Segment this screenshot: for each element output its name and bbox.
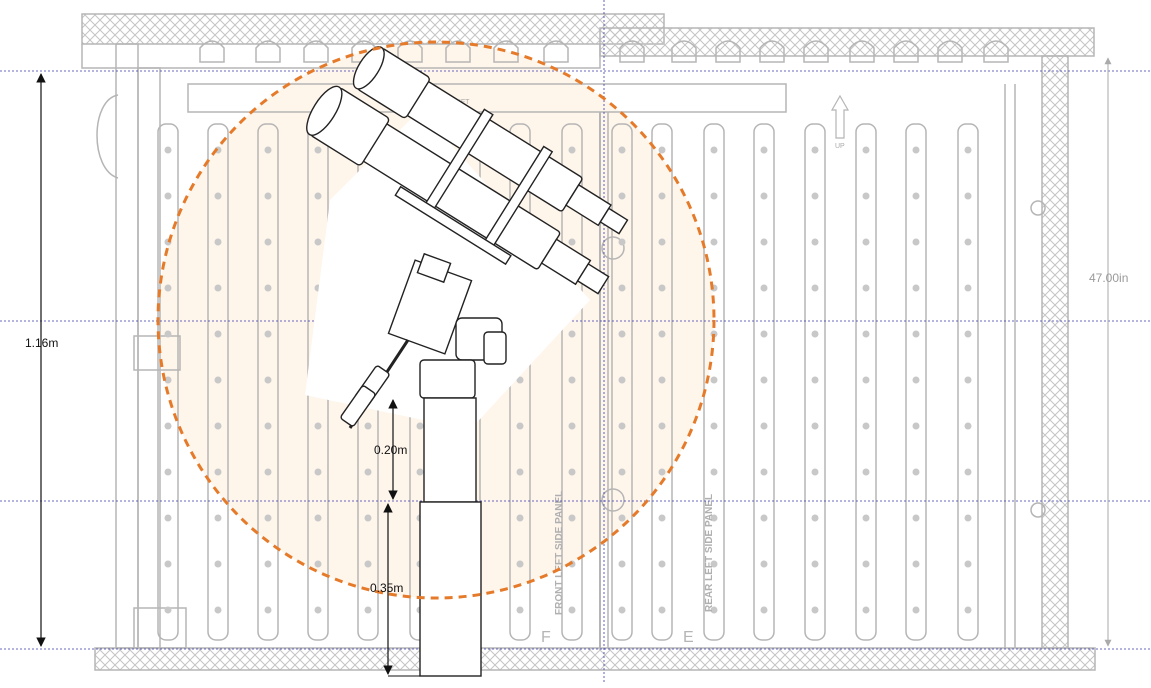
roof-hinge [255, 40, 281, 63]
panel-rib [804, 123, 826, 641]
rear-panel-label: REAR LEFT SIDE PANEL [704, 494, 715, 612]
roof-hinge [715, 40, 741, 63]
roof-hinge [619, 40, 645, 63]
up-arrow-icon [830, 94, 850, 139]
pier-upper [423, 397, 477, 503]
roof-hinge [983, 40, 1009, 63]
panel-rib [855, 123, 877, 641]
roof-left [81, 13, 665, 45]
roof-hinge [937, 40, 963, 63]
pier-lower [419, 501, 482, 677]
roof-hinge [803, 40, 829, 63]
up-label: UP [835, 143, 845, 150]
imperial-height-label: 47.00in [1089, 271, 1129, 285]
front-panel-letter: F [541, 629, 551, 646]
left-latch [96, 94, 119, 179]
roof-hinge [759, 40, 785, 63]
panel-rib [257, 123, 279, 641]
roof-hinge [671, 40, 697, 63]
roof-right [599, 27, 1095, 57]
panel-rib [957, 123, 979, 641]
roof-hinge [397, 40, 423, 63]
panel-rib [703, 123, 725, 641]
roof-hinge [303, 40, 329, 63]
roof-hinge [543, 40, 569, 63]
roof-hinge [893, 40, 919, 63]
panel-rib [611, 123, 633, 641]
panel-rib [561, 123, 583, 641]
right-wall [1041, 55, 1069, 649]
upper-pier-label: 0.20m [374, 443, 408, 457]
telescope-mount [305, 46, 629, 430]
total-height-label: 1.16m [25, 336, 59, 350]
panel-rib [157, 123, 179, 641]
sweep-circle [156, 40, 716, 600]
front-panel-label: FRONT LEFT SIDE PANEL [554, 491, 565, 615]
roof-hinge [445, 40, 471, 63]
panel-rib [753, 123, 775, 641]
roof-hinge [493, 40, 519, 63]
floor [94, 647, 1096, 671]
panel-rib [207, 123, 229, 641]
lower-pier-label: 0.35m [370, 581, 404, 595]
panel-rib [651, 123, 673, 641]
panel-rib [905, 123, 927, 641]
roof-hinge [199, 40, 225, 63]
roof-hinge [849, 40, 875, 63]
rear-panel-letter: E [683, 629, 694, 646]
